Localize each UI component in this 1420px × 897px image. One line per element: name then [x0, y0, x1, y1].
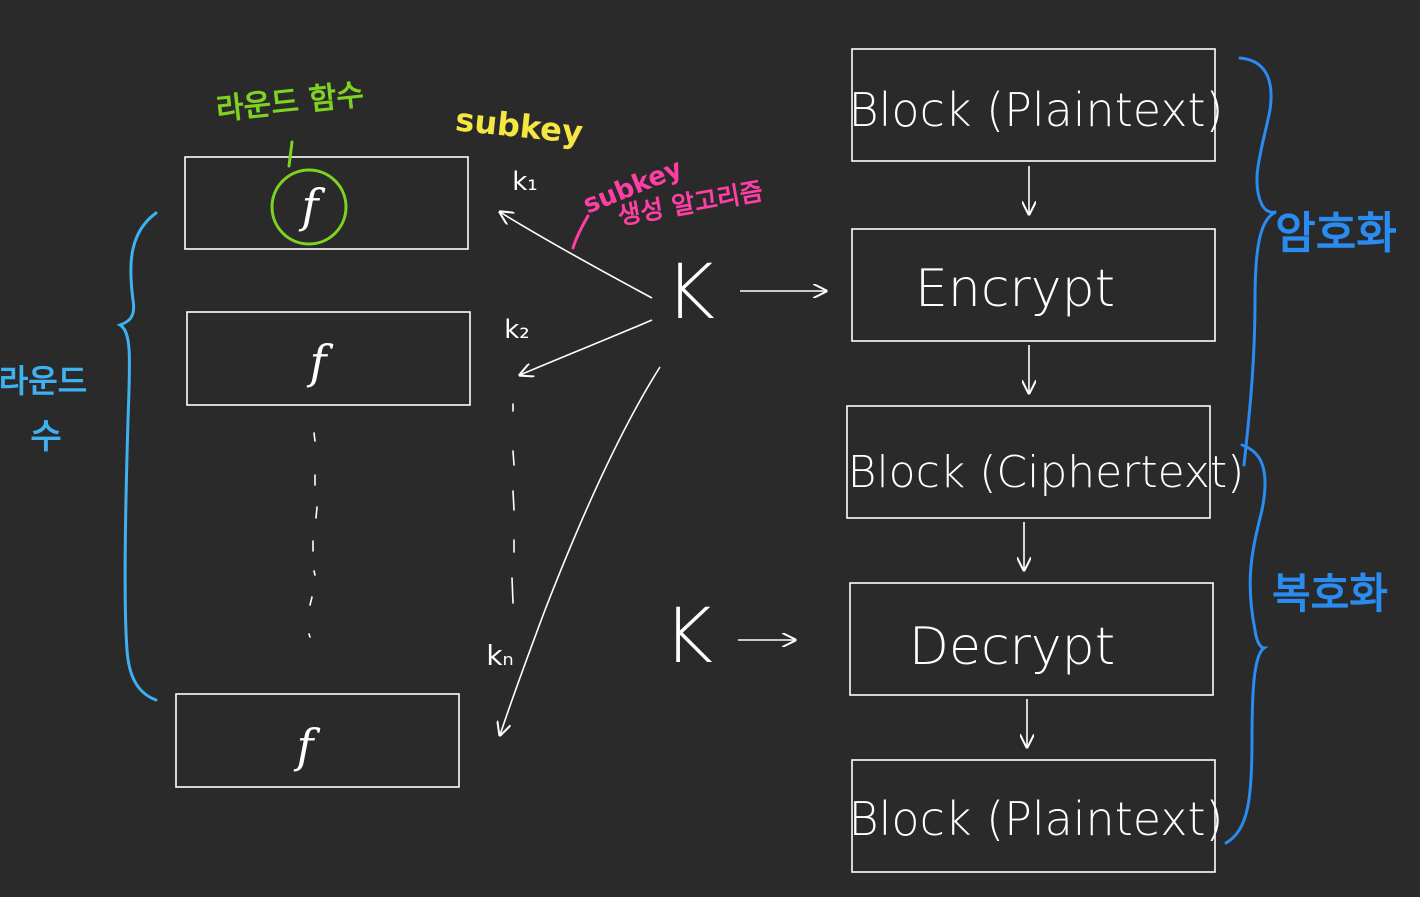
round-box-1	[184, 156, 469, 250]
block-flow	[846, 48, 1216, 873]
round-function-symbol-2: f	[306, 335, 333, 389]
encrypt-label: Encrypt	[915, 259, 1115, 319]
decryption-brace	[1224, 443, 1269, 845]
block-plaintext-bottom-box	[851, 759, 1216, 873]
subkey-label-kn: kₙ	[486, 639, 513, 672]
block-plaintext-top-label: Block (Plaintext)	[849, 83, 1224, 137]
round-box-2	[186, 311, 471, 406]
arrow-k-to-kn	[500, 366, 661, 735]
decrypt-box	[849, 582, 1214, 696]
round-continuation-dots	[308, 432, 318, 638]
round-function-highlight-circle	[270, 168, 348, 246]
block-ciphertext-box	[846, 405, 1211, 519]
arrow-k-to-k1	[500, 212, 653, 299]
round-function-symbol-n: f	[293, 719, 320, 773]
round-box-n	[175, 693, 460, 788]
key-symbol-encrypt: K	[665, 247, 715, 336]
round-function-pointer	[287, 140, 294, 168]
subkey-label-k1: k₁	[512, 167, 537, 197]
subkey-continuation-dots	[511, 403, 515, 604]
subkey-algorithm-bracket	[571, 214, 590, 250]
encryption-brace	[1238, 56, 1277, 467]
encrypt-box	[851, 228, 1216, 342]
decrypt-label: Decrypt	[909, 617, 1115, 677]
arrow-k-to-k2	[520, 319, 653, 375]
round-count-label-line2: 수	[30, 417, 61, 457]
key-symbol-decrypt: K	[663, 591, 713, 680]
encryption-label: 암호화	[1275, 208, 1396, 259]
block-ciphertext-label: Block (Ciphertext)	[848, 447, 1245, 498]
round-count-label-line1: 라운드	[0, 362, 87, 400]
round-function-label: 라운드 함수	[214, 77, 365, 127]
decryption-label: 복호화	[1272, 569, 1388, 618]
round-count-brace	[116, 211, 158, 702]
round-function-symbol-1: f	[298, 179, 325, 233]
round-boxes	[175, 156, 471, 788]
block-plaintext-bottom-label: Block (Plaintext)	[849, 792, 1224, 846]
subkey-derivation-arrows	[500, 212, 661, 735]
block-plaintext-top-box	[851, 48, 1216, 162]
subkey-note: subkey	[454, 100, 585, 151]
block-flow-arrows	[1024, 166, 1029, 747]
subkey-label-k2: k₂	[504, 315, 529, 345]
